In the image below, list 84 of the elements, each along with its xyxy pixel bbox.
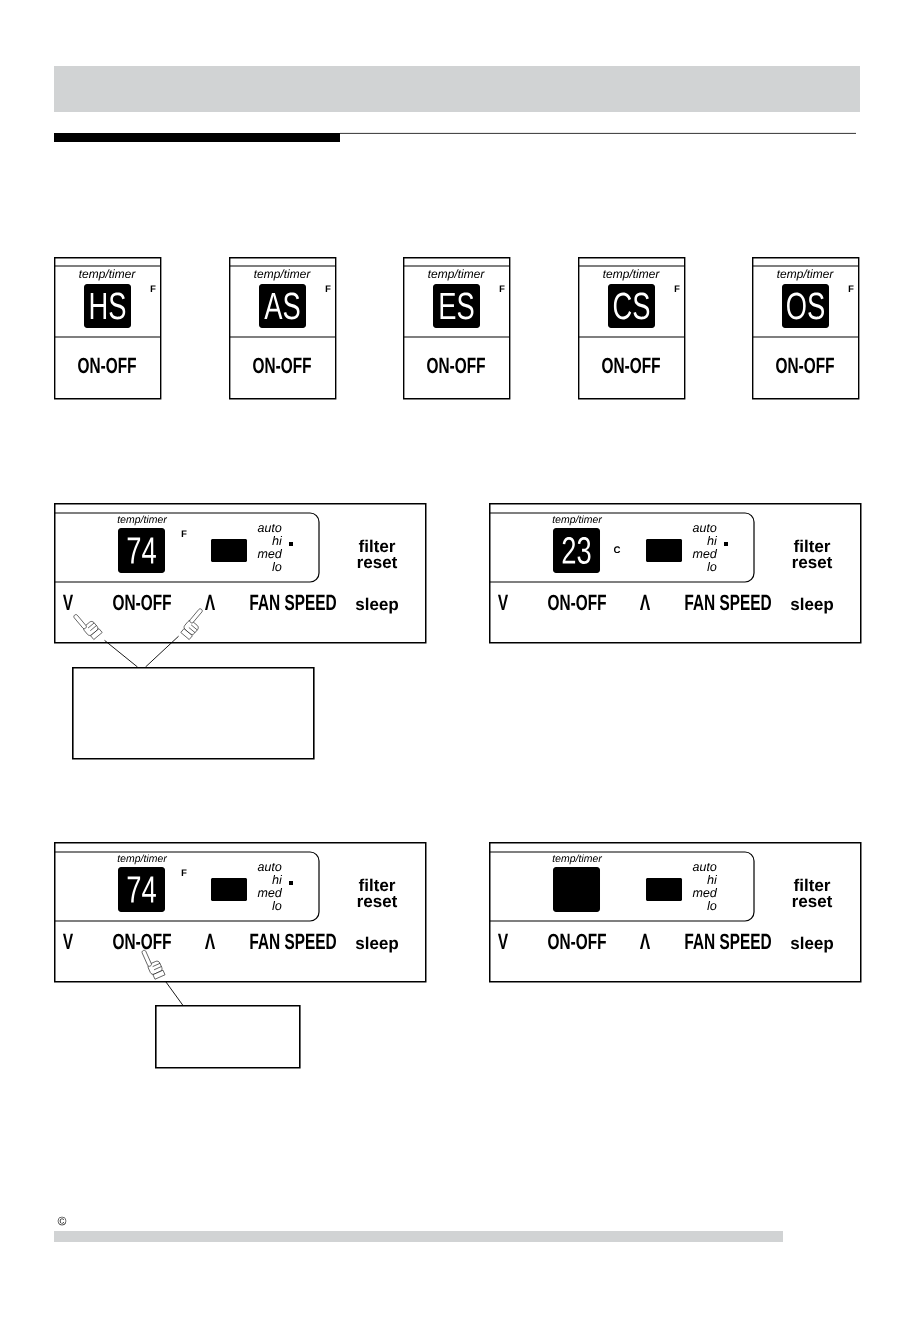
fan-mode-label: auto <box>692 523 717 533</box>
key-label: Λ <box>640 594 651 610</box>
led-display: AS <box>259 284 306 328</box>
fan-display <box>211 539 247 562</box>
key-label: filter reset <box>792 539 833 569</box>
key-label: sleep <box>790 597 834 614</box>
display-caption: temp/timer <box>552 854 603 865</box>
led-display: CS <box>608 284 655 328</box>
leader-line <box>145 635 180 668</box>
key-label: V <box>498 594 509 610</box>
unit-label: F <box>499 285 505 292</box>
display-caption: temp/timer <box>777 269 834 281</box>
key-label: FAN SPEED <box>250 594 336 611</box>
led-display: ES <box>433 284 480 328</box>
callout-box <box>155 1005 301 1069</box>
display-caption: temp/timer <box>254 269 311 281</box>
key-label: ON-OFF <box>113 933 171 950</box>
unit-label: F <box>674 285 680 292</box>
fan-mode-label: hi <box>272 535 283 545</box>
fan-mode-label: lo <box>707 561 717 572</box>
key-label: sleep <box>355 936 399 953</box>
display-caption: temp/timer <box>117 515 168 526</box>
leader-line <box>165 981 184 1006</box>
fan-mode-label: hi <box>272 874 283 884</box>
hand-icon <box>73 614 103 640</box>
unit-label: F <box>848 285 854 292</box>
key-label: ON-OFF <box>427 357 485 374</box>
display-caption: temp/timer <box>79 269 136 281</box>
fan-mode-label: lo <box>272 561 282 572</box>
hand-icon <box>141 950 166 980</box>
led-display: HS <box>84 284 131 328</box>
copyright-sign: © <box>57 1216 67 1226</box>
led-display <box>553 867 600 912</box>
fan-mode-label: lo <box>707 900 717 911</box>
fan-mode-label: auto <box>692 862 717 872</box>
fan-mode-label: med <box>692 548 718 559</box>
key-label: ON-OFF <box>548 933 606 950</box>
callout-box <box>72 667 315 760</box>
key-label: FAN SPEED <box>250 933 336 950</box>
unit-label: C <box>613 546 621 554</box>
key-label: sleep <box>355 597 399 614</box>
key-label: Λ <box>205 594 216 610</box>
fan-display <box>646 878 682 901</box>
key-label: ON-OFF <box>78 357 136 374</box>
fan-mode-label: hi <box>707 535 718 545</box>
key-label: FAN SPEED <box>685 933 771 950</box>
fan-mode-label: hi <box>707 874 718 884</box>
display-caption: temp/timer <box>428 269 485 281</box>
key-label: ON-OFF <box>113 594 171 611</box>
led-display: 23 <box>553 528 600 573</box>
led-display: 74 <box>118 867 165 912</box>
unit-label: F <box>150 285 156 292</box>
hand-icon <box>180 608 203 640</box>
key-label: filter reset <box>357 539 398 569</box>
led-display: 74 <box>118 528 165 573</box>
fan-mode-label: med <box>257 887 283 898</box>
fan-display <box>211 878 247 901</box>
fan-mode-label: auto <box>257 862 282 872</box>
key-label: FAN SPEED <box>685 594 771 611</box>
fan-display <box>646 539 682 562</box>
unit-label: F <box>181 869 187 876</box>
fan-mode-label: lo <box>272 900 282 911</box>
display-caption: temp/timer <box>603 269 660 281</box>
key-label: ON-OFF <box>253 357 311 374</box>
led-display: OS <box>782 284 829 328</box>
key-label: ON-OFF <box>602 357 660 374</box>
leader-line <box>104 639 138 668</box>
key-label: V <box>62 933 74 949</box>
key-label: filter reset <box>357 878 398 908</box>
key-label: ON-OFF <box>548 594 606 611</box>
unit-label: F <box>181 530 187 537</box>
key-label: V <box>62 594 74 610</box>
key-label: sleep <box>790 936 834 953</box>
unit-label: F <box>325 285 331 292</box>
key-label: filter reset <box>792 878 833 908</box>
key-label: V <box>498 933 509 949</box>
key-label: ON-OFF <box>776 357 834 374</box>
key-label: Λ <box>640 933 651 949</box>
key-label: Λ <box>205 933 216 949</box>
fan-mode-label: med <box>257 548 283 559</box>
fan-mode-label: med <box>692 887 718 898</box>
fan-mode-label: auto <box>257 523 282 533</box>
display-caption: temp/timer <box>552 515 603 526</box>
display-caption: temp/timer <box>117 854 168 865</box>
